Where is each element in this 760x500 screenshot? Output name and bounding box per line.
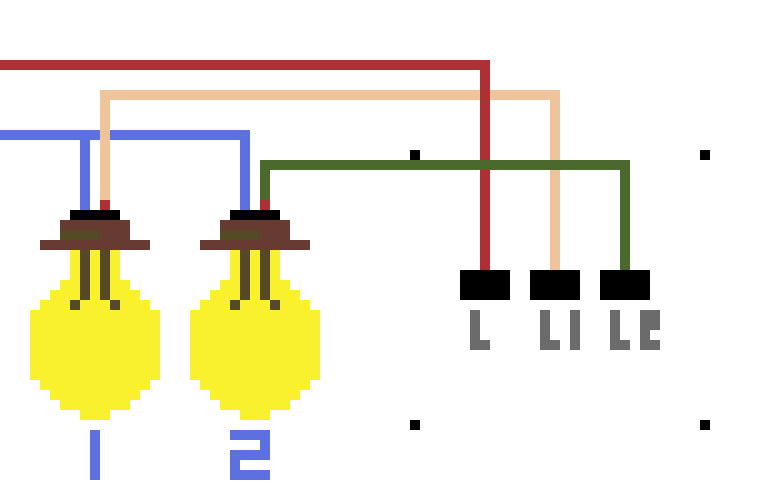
- glyph-stroke: [610, 310, 620, 350]
- bulb-brim: [200, 240, 310, 250]
- wire-segment: [100, 90, 110, 200]
- bulb-glass: [230, 250, 280, 280]
- bulb-glass: [70, 250, 120, 280]
- bulb-filament: [80, 250, 90, 300]
- bulb-glass: [50, 390, 140, 400]
- bulb-brim: [40, 240, 150, 250]
- bulb-glass: [30, 350, 160, 360]
- bulb-glass: [40, 380, 150, 390]
- bulb-socket-shade: [220, 230, 260, 240]
- marker-dot: [700, 420, 710, 430]
- bulb-glass: [30, 360, 160, 370]
- glyph-stroke: [260, 430, 270, 460]
- bulb-filament: [270, 300, 280, 310]
- bulb-filament: [260, 250, 270, 300]
- wire-segment: [550, 90, 560, 270]
- glyph-stroke: [230, 450, 240, 480]
- glyph-stroke: [470, 340, 490, 350]
- bulb-glass: [190, 320, 320, 330]
- bulb-glass: [30, 330, 160, 340]
- bulb-glass: [30, 310, 160, 320]
- bulb-glass: [240, 410, 270, 420]
- glyph-stroke: [540, 310, 550, 350]
- wire-segment: [100, 90, 560, 100]
- bulb-glass: [40, 300, 150, 310]
- bulb-cap: [70, 210, 120, 220]
- bulb-glass: [190, 370, 320, 380]
- bulb-glass: [60, 400, 130, 410]
- terminal-block: [460, 270, 510, 300]
- bulb-glass: [80, 410, 110, 420]
- bulb-glass: [60, 280, 130, 290]
- glyph-stroke: [540, 340, 560, 350]
- bulb-glass: [190, 330, 320, 340]
- bulb-glass: [30, 340, 160, 350]
- wire-segment: [80, 130, 90, 210]
- bulb-filament: [240, 250, 250, 300]
- wire-segment: [260, 160, 270, 200]
- wire-segment: [260, 160, 630, 170]
- glyph-stroke: [90, 430, 100, 480]
- terminal-block: [600, 270, 650, 300]
- bulb-glass: [200, 300, 310, 310]
- glyph-stroke: [470, 310, 480, 350]
- bulb-filament: [100, 250, 110, 300]
- wire-segment: [0, 60, 490, 70]
- glyph-stroke: [230, 450, 270, 460]
- bulb-glass: [30, 370, 160, 380]
- bulb-glass: [210, 290, 300, 300]
- wire-contact: [260, 200, 270, 210]
- marker-dot: [700, 150, 710, 160]
- bulb-filament: [70, 300, 80, 310]
- bulb-glass: [220, 280, 290, 290]
- terminal-block: [530, 270, 580, 300]
- bulb-filament: [110, 300, 120, 310]
- glyph-stroke: [570, 310, 580, 350]
- bulb-socket-shade: [60, 230, 100, 240]
- bulb-glass: [190, 350, 320, 360]
- marker-dot: [410, 420, 420, 430]
- glyph-stroke: [610, 340, 630, 350]
- bulb-glass: [30, 320, 160, 330]
- bulb-glass: [200, 380, 310, 390]
- glyph-stroke: [230, 470, 270, 480]
- bulb-glass: [210, 390, 300, 400]
- bulb-cap: [230, 210, 280, 220]
- glyph-stroke: [640, 320, 660, 330]
- glyph-stroke: [640, 340, 660, 350]
- bulb-glass: [190, 360, 320, 370]
- bulb-glass: [220, 400, 290, 410]
- wire-segment: [240, 130, 250, 210]
- glyph-stroke: [230, 430, 270, 440]
- glyph-stroke: [640, 320, 650, 350]
- bulb-glass: [50, 290, 140, 300]
- wire-segment: [620, 160, 630, 270]
- bulb-glass: [190, 340, 320, 350]
- bulb-filament: [230, 300, 240, 310]
- wire-contact: [100, 200, 110, 210]
- bulb-glass: [190, 310, 320, 320]
- marker-dot: [410, 150, 420, 160]
- wire-segment: [0, 130, 250, 140]
